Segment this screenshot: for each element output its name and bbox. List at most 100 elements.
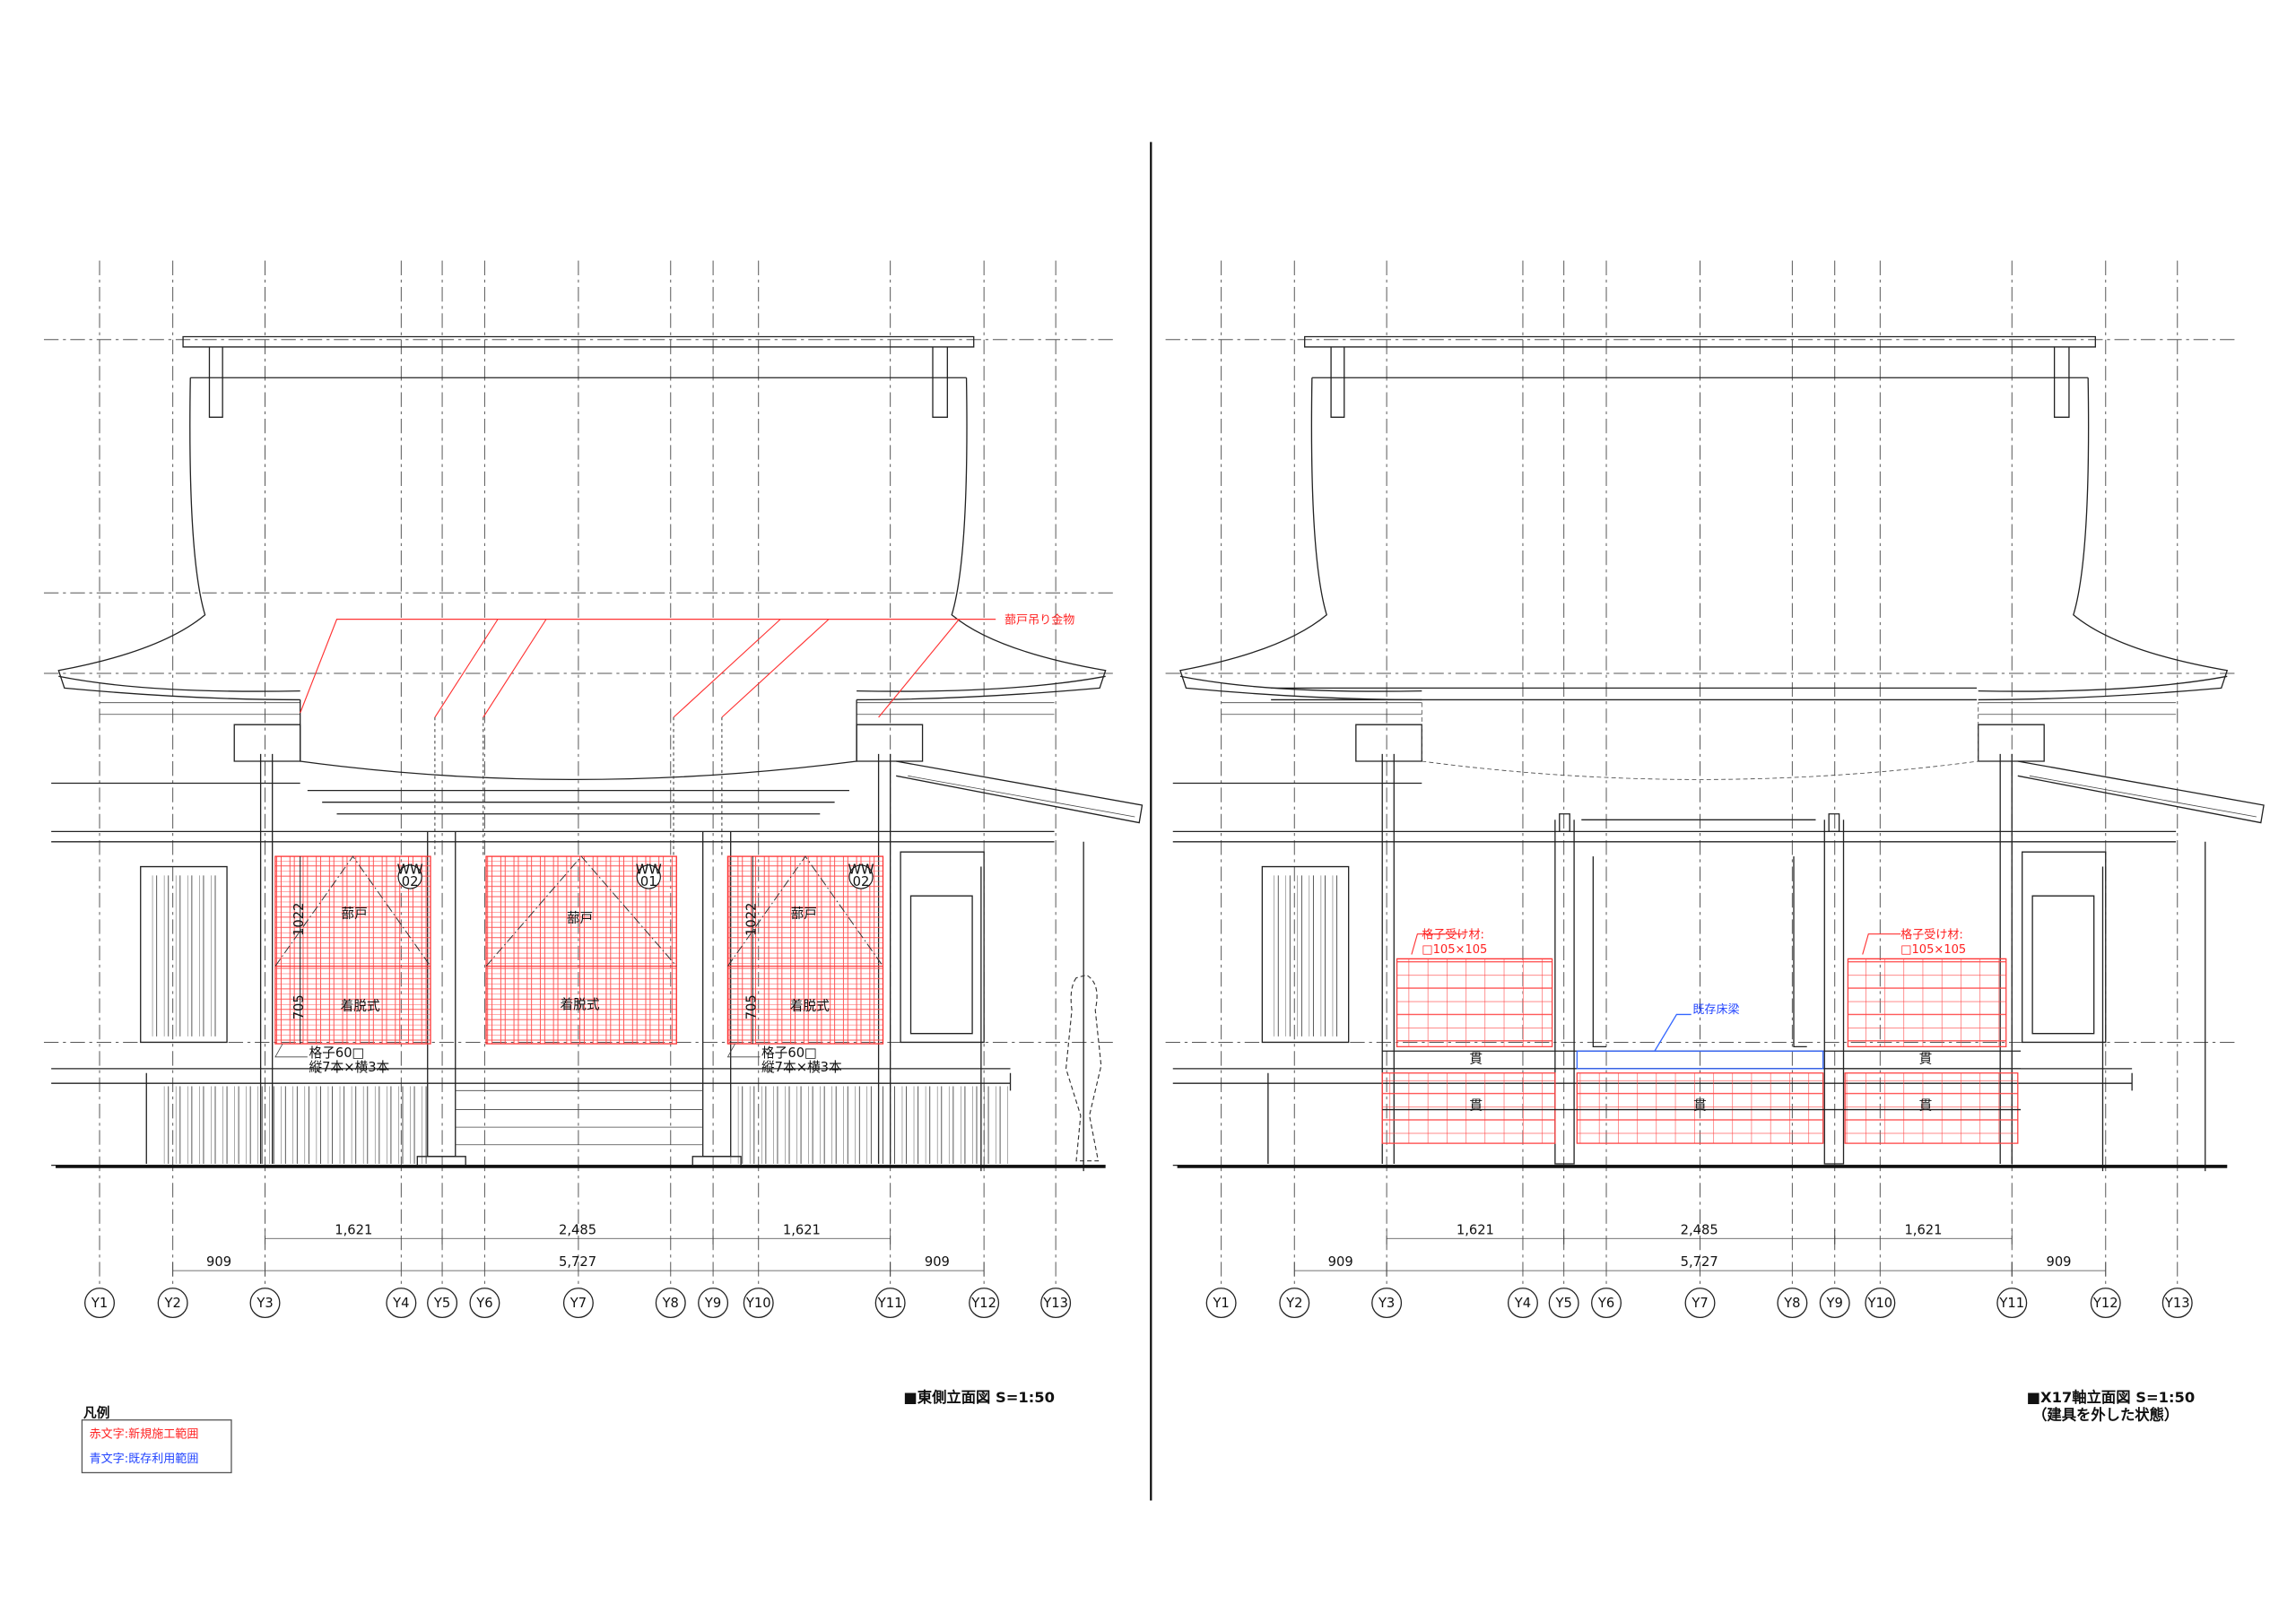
axis-bubble [1865,1288,1896,1319]
panel-upper-label: 蔀戸 [341,906,367,922]
axis-bubble [562,1288,594,1319]
axis-label: Y10 [745,1296,771,1311]
dimension-value: 2,485 [559,1222,596,1237]
axis-bubble [249,1288,281,1319]
panel-tag: 01 [640,874,657,889]
axis-bubble [2161,1288,2193,1319]
lattice-note: 格子60□ [761,1045,817,1061]
dimension-value: 1,621 [1904,1222,1942,1237]
legend-red-item: 赤文字:新規施工範囲 [90,1427,199,1441]
axis-label: Y12 [2092,1296,2118,1311]
lattice-note: 縦7本×横3本 [309,1060,389,1075]
axis-label: Y2 [1285,1296,1302,1311]
panel-tag: WW [636,863,663,878]
lattice-note: 格子60□ [309,1045,364,1061]
porch-roof [300,699,857,781]
axis-label: Y13 [1042,1296,1068,1311]
panel-lower-label: 着脱式 [790,999,830,1014]
axis-bubble [1996,1288,2028,1319]
axis-bubble [1040,1288,1072,1319]
axis-bubble [157,1288,188,1319]
panel-tag: 02 [853,874,870,889]
axis-label: Y4 [392,1296,409,1311]
axis-bubble [1507,1288,1538,1319]
axis-label: Y13 [2164,1296,2190,1311]
dimension-value: 1,621 [1457,1222,1494,1237]
axis-label: Y12 [970,1296,996,1311]
axis-label: Y1 [91,1296,108,1311]
building-outline [1171,335,2266,1173]
axis-label: Y2 [163,1296,180,1311]
nuki-label: 貫 [1469,1051,1483,1066]
dimension-value: 5,727 [1681,1254,1718,1270]
existing-floor-beam [1576,1050,1824,1070]
hanger-label: 蔀戸吊り金物 [1004,613,1074,628]
nuki-label: 貫 [1919,1051,1933,1066]
axis-label: Y7 [570,1296,587,1311]
axis-label: Y8 [662,1296,679,1311]
porch-rafters [307,789,849,815]
axis-label: Y6 [475,1296,492,1311]
legend-heading: 凡例 [83,1404,109,1420]
receiver-leaders [1411,933,1901,955]
legend-blue-item: 青文字:既存利用範囲 [90,1453,199,1466]
axis-bubble [743,1288,774,1319]
rafter-row [1271,687,1978,701]
panel-upper-label: 蔀戸 [567,911,593,926]
axis-label: Y9 [704,1296,721,1311]
panel-tag: 02 [402,874,419,889]
axis-label: Y5 [433,1296,450,1311]
axis-bubble [1279,1288,1310,1319]
receiver-label: 格子受け材: [1900,928,1963,942]
dimension-value: 5,727 [559,1254,596,1270]
steps [455,1089,703,1146]
panel-height-dim: 1022 [291,903,307,936]
axis-bubble [655,1288,686,1319]
panel-labels: WW 02 WW 01 WW 02 蔀戸 蔀戸 蔀戸 着脱式 着脱式 着脱式 1… [274,863,874,1075]
receiver-size: □105×105 [1900,943,1966,957]
axis-bubble [874,1288,906,1319]
kashira-nuki [1559,813,1840,833]
axis-bubble [698,1288,729,1319]
legend-box [81,1419,232,1474]
dimension-value: 909 [206,1254,231,1270]
axis-bubble [469,1288,500,1319]
receiver-label: 格子受け材: [1422,928,1484,942]
legend: 凡例 赤文字:新規施工範囲 青文字:既存利用範囲 [81,1404,232,1474]
axis-bubble [1591,1288,1622,1319]
column-bases [416,1156,742,1167]
axis-label: Y7 [1691,1296,1708,1311]
dimension-value: 1,621 [335,1222,372,1237]
hanger-leaders [300,619,996,718]
receiver-size: □105×105 [1422,943,1487,957]
axis-bubble [1819,1288,1850,1319]
panel-height-dim: 705 [291,994,307,1019]
existing-beam-label: 既存床梁 [1692,1003,1739,1017]
axis-label: Y11 [1998,1296,2024,1311]
dimension-value: 2,485 [1681,1222,1718,1237]
dimension-value: 909 [1328,1254,1353,1270]
panel-lower-label: 着脱式 [341,999,380,1014]
panel-lower-label: 着脱式 [560,997,599,1012]
panel-height-dim: 1022 [744,903,759,936]
lattice-note: 縦7本×横3本 [761,1060,842,1075]
panel-height-dim: 705 [744,994,759,1019]
axis-bubble [1205,1288,1237,1319]
balustrade [161,1086,1011,1164]
drawing-title-east: ■東側立面図 S=1:50 [903,1389,1055,1406]
axis-label: Y3 [256,1296,273,1311]
axis-label: Y5 [1555,1296,1572,1311]
shitomido-panels [274,855,884,1045]
axis-bubble [84,1288,115,1319]
axis-bubble [1548,1288,1579,1319]
axis-label: Y6 [1597,1296,1614,1311]
dimension-value: 1,621 [783,1222,821,1237]
axis-bubble [2090,1288,2121,1319]
axis-label: Y4 [1514,1296,1531,1311]
nuki-label: 貫 [1693,1098,1707,1114]
